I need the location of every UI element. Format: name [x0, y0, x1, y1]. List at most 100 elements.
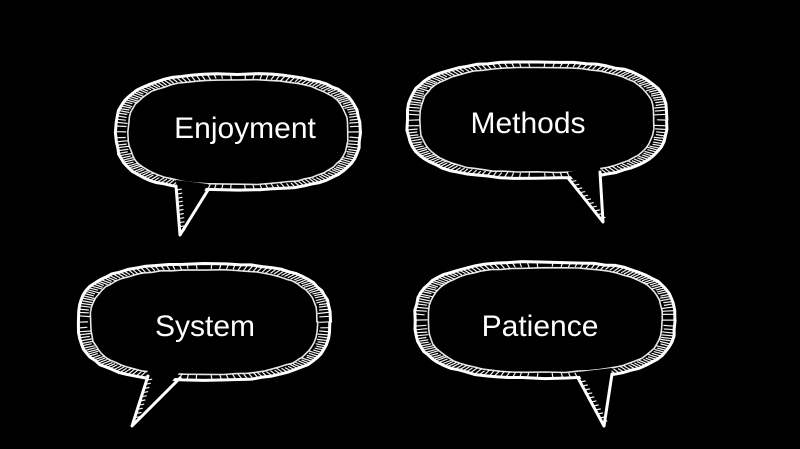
hatch-stroke [655, 103, 667, 107]
tail-hatch-stroke [177, 208, 184, 212]
tail-hatch-stroke [581, 384, 588, 387]
hatch-stroke [349, 121, 361, 124]
hatch-stroke [349, 136, 361, 139]
hatch-stroke [656, 345, 669, 350]
tail-hatch-stroke [178, 225, 185, 228]
hatch-stroke [293, 276, 302, 281]
hatch-stroke [406, 128, 418, 131]
hatch-stroke [90, 285, 103, 290]
hatch-stroke [422, 346, 436, 351]
tail-hatch-stroke [593, 209, 600, 212]
hatch-stroke [407, 131, 418, 134]
hatch-stroke [315, 297, 327, 301]
hatch-stroke [342, 157, 355, 161]
tail-hatch-stroke [596, 412, 604, 415]
hatch-stroke [659, 340, 672, 345]
hatch-stroke [78, 332, 92, 336]
hatch-stroke [81, 297, 95, 301]
hatch-stroke [115, 140, 128, 143]
hatch-stroke [409, 138, 422, 142]
tail-hatch-stroke [587, 202, 595, 205]
hatch-stroke [418, 150, 429, 155]
hatch-stroke [441, 359, 453, 365]
tail-hatch-stroke [177, 204, 184, 207]
hatch-stroke [82, 345, 95, 349]
hatch-stroke [615, 69, 625, 75]
hatch-stroke [319, 315, 331, 318]
hatch-stroke [406, 113, 420, 116]
hatch-stroke [653, 136, 666, 139]
hatch-stroke [295, 277, 306, 282]
hatch-stroke [100, 360, 112, 365]
hatch-stroke [661, 310, 676, 312]
hatch-stroke [648, 89, 660, 93]
tail-hatch-stroke [177, 213, 184, 216]
bubble-inner-outline [427, 266, 664, 374]
tail-hatch-stroke [134, 416, 141, 419]
speech-bubble-icon [405, 60, 669, 180]
hatch-stroke [303, 283, 316, 288]
hatch-stroke [80, 340, 94, 345]
hatch-stroke [430, 281, 443, 287]
tail-hatch-stroke [176, 200, 183, 203]
tail-hatch-stroke [590, 205, 597, 208]
tail-hatch-stroke [570, 180, 577, 183]
hatch-stroke [654, 128, 668, 131]
hatch-stroke [655, 100, 666, 104]
tail-hatch-stroke [579, 380, 586, 383]
hatch-stroke [318, 305, 330, 308]
hatch-stroke [661, 306, 675, 310]
bubble-tail-fill [568, 166, 603, 222]
hatch-stroke [427, 78, 438, 84]
tail-hatch-stroke [175, 188, 182, 191]
hatch-stroke [118, 153, 132, 157]
tail-hatch-stroke [144, 382, 151, 385]
tail-hatch-stroke [581, 194, 589, 197]
hatch-stroke [653, 106, 667, 109]
tail-hatch-stroke [178, 221, 185, 224]
hatch-stroke [433, 280, 445, 285]
hatch-stroke [143, 172, 154, 178]
hatch-stroke [115, 125, 127, 128]
hatch-stroke [130, 165, 142, 171]
hatch-stroke [318, 302, 329, 306]
hatch-stroke [438, 276, 449, 282]
hatch-stroke [410, 141, 423, 145]
hatch-stroke [411, 143, 422, 147]
hatch-stroke [163, 79, 172, 85]
hatch-stroke [339, 160, 352, 165]
hatch-stroke [422, 153, 435, 159]
hatch-stroke [435, 278, 447, 284]
speech-bubble-methods: Methods [405, 60, 669, 224]
speech-bubble-icon [76, 262, 332, 382]
hatch-stroke [440, 275, 452, 281]
hatch-stroke [316, 299, 328, 304]
tail-hatch-stroke [135, 411, 142, 415]
hatch-stroke [347, 143, 360, 146]
hatch-stroke [421, 345, 435, 349]
hatch-stroke [301, 357, 313, 362]
hatch-stroke [415, 334, 429, 337]
hatch-stroke [660, 331, 675, 334]
hatch-stroke [420, 83, 433, 89]
bubble-inner-outline [127, 78, 349, 186]
hatch-stroke [319, 330, 331, 333]
hatch-stroke [346, 146, 360, 149]
hatch-stroke [331, 90, 341, 95]
hatch-stroke [422, 289, 436, 294]
hatch-stroke [317, 311, 331, 315]
hatch-stroke [339, 98, 351, 104]
hatch-stroke [336, 95, 348, 100]
hatch-stroke [88, 287, 99, 291]
hatch-stroke [117, 148, 129, 152]
hatch-stroke [415, 328, 428, 331]
hatch-stroke [340, 158, 353, 164]
hatch-stroke [433, 355, 445, 361]
speech-bubble-enjoyment: Enjoyment [113, 72, 362, 237]
speech-bubble-icon [113, 72, 362, 192]
hatch-stroke [658, 338, 673, 342]
hatch-stroke [435, 356, 447, 362]
bubble-label-system: System [155, 310, 255, 343]
